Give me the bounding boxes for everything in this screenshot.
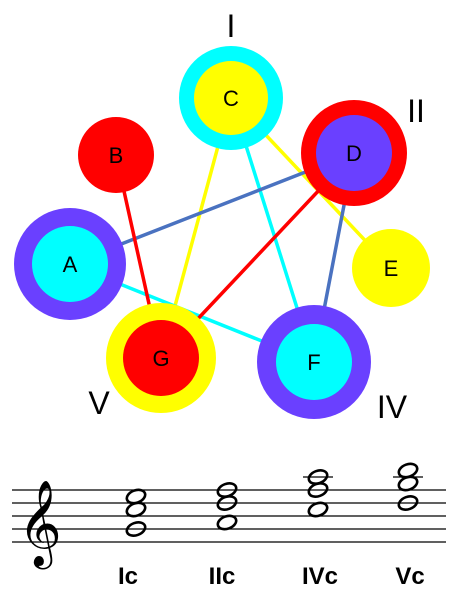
note-label-F: F <box>307 350 320 375</box>
note-circle-D <box>316 115 392 191</box>
chord-Ic <box>125 488 147 537</box>
music-staff <box>12 489 446 543</box>
chord-label-Vc: Vc <box>395 563 424 590</box>
note-head-G4 <box>125 521 147 537</box>
numeral-V: V <box>88 385 110 421</box>
note-head-F5 <box>216 482 238 498</box>
note-label-A: A <box>63 252 78 277</box>
chord-label-IIc: IIc <box>209 563 236 590</box>
note-circle-A <box>32 226 108 302</box>
note-labels: C B D A E G F <box>63 86 399 375</box>
note-head-A5 <box>307 469 329 485</box>
numeral-II: II <box>407 93 425 129</box>
roman-numerals: I II IV V <box>88 8 425 425</box>
chord-labels: Ic IIc IVc Vc <box>118 563 425 590</box>
note-circle-G <box>123 320 199 396</box>
chord-Vc <box>393 462 423 511</box>
note-label-E: E <box>384 256 399 281</box>
note-label-B: B <box>109 143 124 168</box>
note-circle-B <box>78 117 154 193</box>
note-circle-E <box>352 229 430 307</box>
note-circle-C <box>194 61 268 135</box>
chord-label-IVc: IVc <box>302 563 338 590</box>
note-head-D5 <box>397 495 419 511</box>
note-circle-F <box>276 324 352 400</box>
treble-clef-icon: 𝄞 <box>18 480 62 570</box>
note-circles <box>32 61 430 400</box>
note-head-A4 <box>216 514 238 531</box>
note-label-D: D <box>346 141 362 166</box>
note-label-C: C <box>223 86 239 111</box>
note-head-B5 <box>397 462 419 479</box>
numeral-IV: IV <box>377 389 408 425</box>
chord-label-Ic: Ic <box>118 563 138 590</box>
chord-IIc <box>216 482 238 531</box>
note-label-G: G <box>152 346 169 371</box>
note-head-C5 <box>307 501 329 518</box>
staff-chords <box>125 462 423 537</box>
chord-IVc <box>303 469 333 518</box>
note-head-E5 <box>125 488 147 505</box>
numeral-I: I <box>227 8 236 44</box>
